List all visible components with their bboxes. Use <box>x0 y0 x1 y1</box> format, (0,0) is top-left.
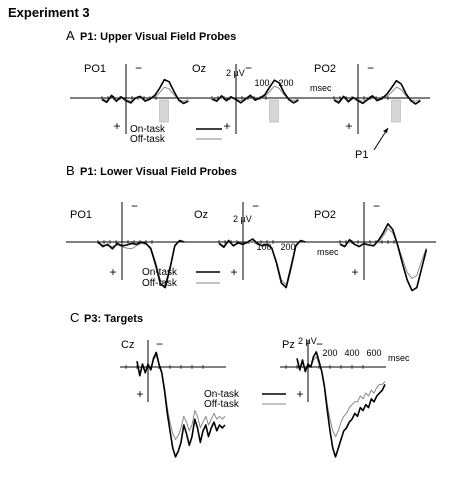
channel-label: Oz <box>192 63 206 75</box>
on-task-waveform <box>211 79 299 104</box>
panel-a: − + PO1 − + Oz 2 µV 100 200 msec − + PO2On-taskOff-t… <box>70 61 430 161</box>
p1-window-shade <box>159 99 169 123</box>
time-tick-label: 400 <box>344 348 359 358</box>
panel-b-letter: B <box>66 163 75 178</box>
channel-label: PO2 <box>314 209 336 221</box>
channel-oz: − + Oz 2 µV 100 200 msec <box>180 61 332 134</box>
panel-c-title: P3: Targets <box>84 313 143 325</box>
positive-polarity-label: + <box>136 387 143 401</box>
positive-polarity-label: + <box>345 119 352 133</box>
panel-b-heading: B P1: Lower Visual Field Probes <box>66 163 237 178</box>
panel-a-letter: A <box>66 28 75 43</box>
p1-annotation-label: P1 <box>355 149 368 161</box>
channel-label: Oz <box>194 209 208 221</box>
legend-entry-label: On-task <box>142 267 178 278</box>
channel-label: PO2 <box>314 63 336 75</box>
channel-label: PO1 <box>84 63 106 75</box>
time-tick-label: 600 <box>366 348 381 358</box>
channel-po1: − + PO1 <box>70 61 198 134</box>
positive-polarity-label: + <box>113 119 120 133</box>
on-task-waveform <box>218 238 306 289</box>
on-task-waveform <box>101 78 189 105</box>
negative-polarity-label: − <box>156 337 163 351</box>
channel-po1: − + PO1 <box>66 199 194 289</box>
positive-polarity-label: + <box>223 119 230 133</box>
positive-polarity-label: + <box>351 265 358 279</box>
positive-polarity-label: + <box>109 265 116 279</box>
panel-b: − + PO1 − + Oz 2 µV 100 200 msec − + PO2On-taskOff-t… <box>66 199 436 292</box>
negative-polarity-label: − <box>131 199 138 213</box>
channel-oz: − + Oz 2 µV 100 200 msec <box>187 199 339 289</box>
time-unit-label: msec <box>317 247 339 257</box>
legend-entry-label: Off-task <box>142 278 178 289</box>
time-tick-label: 100 <box>256 242 271 252</box>
time-unit-label: msec <box>388 353 410 363</box>
on-task-waveform <box>136 351 226 458</box>
on-task-waveform <box>97 239 185 289</box>
panel-b-title: P1: Lower Visual Field Probes <box>80 166 237 178</box>
channel-label: PO1 <box>70 209 92 221</box>
channel-po2: − + PO2 <box>308 199 436 292</box>
panel-c-letter: C <box>70 310 79 325</box>
negative-polarity-label: − <box>135 61 142 75</box>
panel-a-title: P1: Upper Visual Field Probes <box>80 31 236 43</box>
negative-polarity-label: − <box>367 61 374 75</box>
negative-polarity-label: − <box>252 199 259 213</box>
channel-po2: − + PO2 <box>302 61 430 134</box>
legend-entry-label: On-task <box>204 389 240 400</box>
time-tick-label: 200 <box>322 348 337 358</box>
channel-label: Cz <box>121 339 134 351</box>
channel-cz: − + Cz <box>120 337 226 458</box>
time-tick-label: 200 <box>280 242 295 252</box>
figure-title: Experiment 3 <box>8 5 90 20</box>
on-task-waveform <box>296 351 386 458</box>
channel-label: Pz <box>282 339 295 351</box>
p1-arrowhead <box>383 128 388 133</box>
positive-polarity-label: + <box>230 265 237 279</box>
voltage-scale-label: 2 µV <box>233 214 252 224</box>
negative-polarity-label: − <box>245 61 252 75</box>
panel-c-heading: C P3: Targets <box>70 310 143 325</box>
time-tick-label: 200 <box>278 78 293 88</box>
voltage-scale-label: 2 µV <box>298 336 317 346</box>
legend-entry-label: Off-task <box>204 399 240 410</box>
voltage-scale-label: 2 µV <box>226 68 245 78</box>
legend-entry-label: Off-task <box>130 134 166 145</box>
negative-polarity-label: − <box>316 337 323 351</box>
on-task-waveform <box>333 79 421 105</box>
legend-entry-label: On-task <box>130 124 166 135</box>
p1-window-shade <box>269 99 279 123</box>
p1-window-shade <box>391 99 401 123</box>
time-unit-label: msec <box>310 83 332 93</box>
positive-polarity-label: + <box>296 387 303 401</box>
panel-a-heading: A P1: Upper Visual Field Probes <box>66 28 236 43</box>
on-task-waveform <box>339 223 428 292</box>
time-tick-label: 100 <box>254 78 269 88</box>
negative-polarity-label: − <box>373 199 380 213</box>
